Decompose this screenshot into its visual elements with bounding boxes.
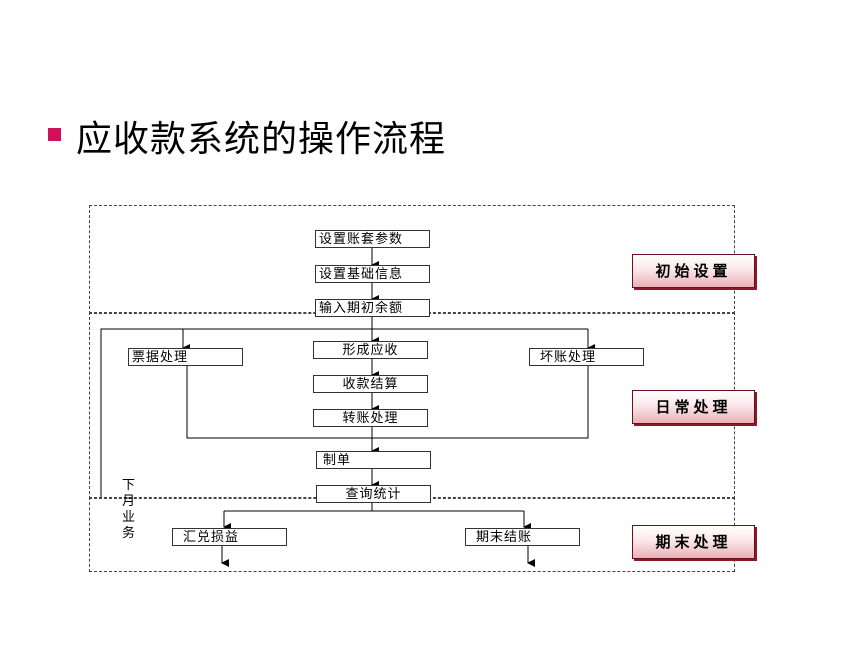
next-month-label: 下月业务 <box>122 478 136 541</box>
title-bullet-icon <box>48 128 61 141</box>
step-input-opening-balance: 输入期初余额 <box>315 299 430 317</box>
step-period-end-close: 期末结账 <box>465 528 580 546</box>
step-set-basic-info: 设置基础信息 <box>315 265 430 283</box>
stage-initial-setup: 初始设置 <box>632 254 755 288</box>
merge-line <box>186 365 589 439</box>
page-title: 应收款系统的操作流程 <box>76 119 447 160</box>
loop-top-line <box>100 328 588 497</box>
step-bad-debt: 坏账处理 <box>529 348 644 366</box>
step-exchange-gain-loss: 汇兑损益 <box>172 528 287 546</box>
step-set-params: 设置账套参数 <box>315 230 430 248</box>
step-form-receivable: 形成应收 <box>313 341 428 359</box>
step-transfer: 转账处理 <box>313 409 428 427</box>
step-voucher: 制单 <box>316 451 431 469</box>
stage-daily-processing: 日常处理 <box>632 390 755 424</box>
step-query-stats: 查询统计 <box>316 485 431 503</box>
stage-period-end: 期末处理 <box>632 525 755 559</box>
step-bill-processing: 票据处理 <box>128 348 243 366</box>
step-collection-settlement: 收款结算 <box>313 375 428 393</box>
